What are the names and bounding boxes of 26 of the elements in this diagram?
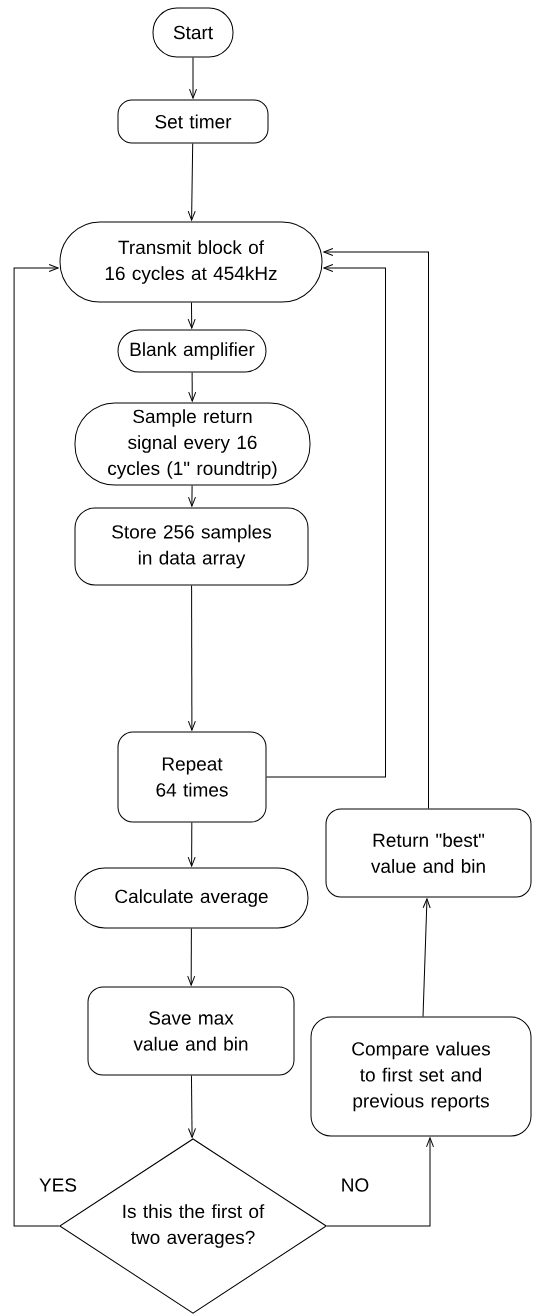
arrow	[187, 585, 196, 731]
arrow	[13, 264, 60, 1227]
arrow	[422, 898, 431, 1017]
arrow	[187, 143, 196, 221]
arrow	[323, 248, 429, 809]
process-box: Calculate average	[74, 867, 309, 929]
arrow	[189, 57, 197, 99]
process-box: Set timer	[117, 99, 269, 144]
arrow	[326, 1137, 434, 1227]
process-box: Start	[152, 7, 234, 58]
arrow	[187, 822, 196, 867]
arrow	[187, 302, 196, 329]
process-box: Transmit block of 16 cycles at 454kHz	[59, 221, 323, 303]
process-box: Store 256 samples in data array	[74, 507, 309, 586]
process-box: Blank amplifier	[117, 329, 267, 373]
arrow	[188, 485, 196, 507]
arrow	[188, 372, 197, 402]
edge-label: NO	[339, 1177, 371, 1193]
arrow	[187, 928, 196, 986]
process-box: Compare values to first set and previous reports	[310, 1016, 532, 1137]
arrow	[266, 264, 386, 778]
process-box: Return "best" value and bin	[325, 808, 532, 898]
process-box: Repeat 64 times	[117, 731, 267, 823]
process-box: Sample return signal every 16 cycles (1" roundtrip)	[74, 402, 311, 486]
process-box: Save max value and bin	[87, 986, 295, 1076]
arrow	[188, 1075, 196, 1138]
